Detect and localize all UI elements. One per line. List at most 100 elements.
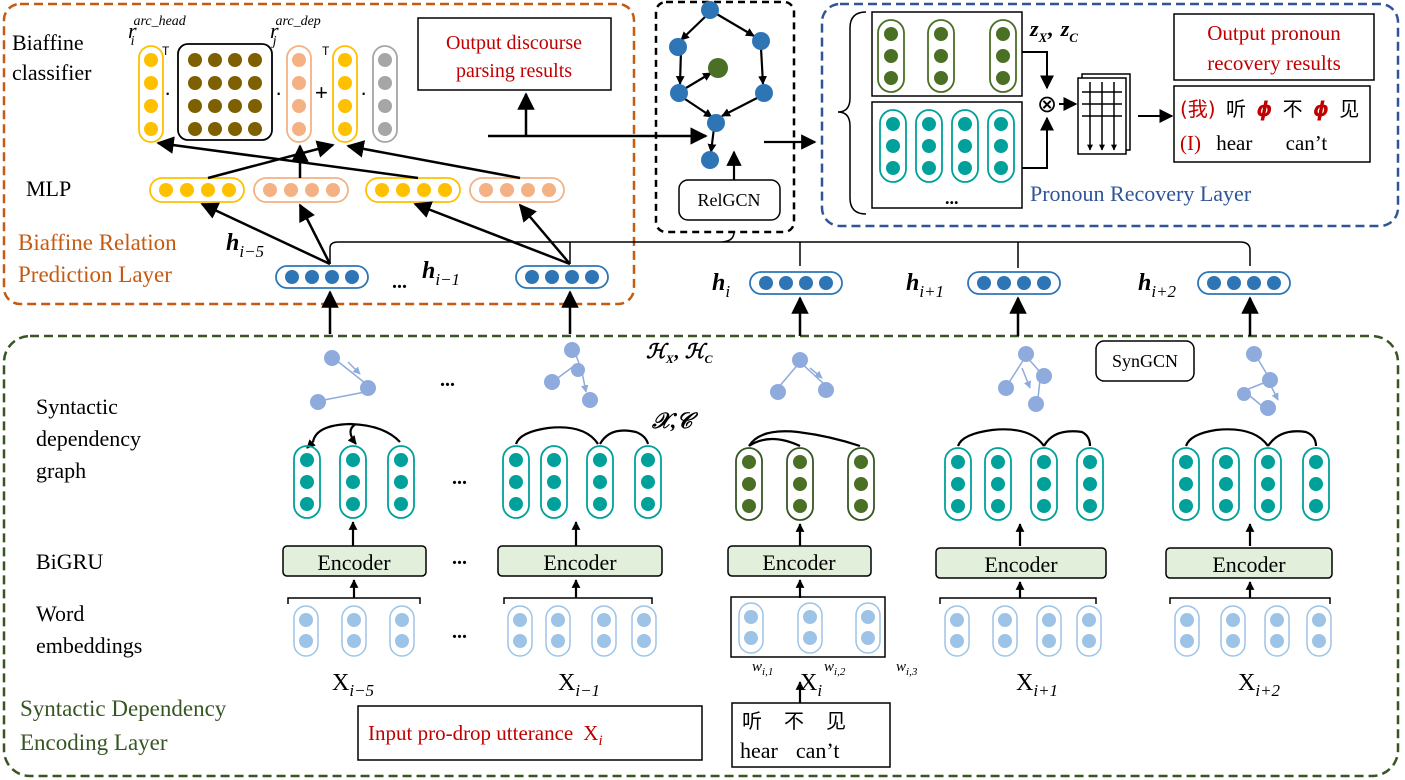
xc-label: 𝒳,𝒞: [651, 408, 698, 433]
svg-text:Encoder: Encoder: [1212, 552, 1286, 577]
pronoun-layer-frame: [820, 2, 1400, 228]
transpose-1: T: [162, 44, 170, 58]
pronoun-result-zh: (我) 听 ϕ 不 ϕ 见: [1180, 97, 1359, 121]
svg-text:Encoder: Encoder: [543, 550, 617, 575]
x-label-i: Xi: [800, 670, 822, 700]
syntactic-graph-label-1: Syntactic: [36, 394, 118, 419]
x-label-i-5: Xi−5: [332, 670, 374, 700]
h-vector-i-5: [275, 265, 369, 289]
x-label-i+2: Xi+2: [1238, 670, 1281, 700]
transpose-2: T: [322, 44, 330, 58]
bias-vector: [372, 45, 398, 143]
embeddings-4: [944, 605, 1102, 657]
r-head-label: riarc_head: [128, 14, 187, 49]
relgcn-label: RelGCN: [698, 190, 761, 210]
svg-text:Encoder: Encoder: [762, 550, 836, 575]
syntactic-graph-label-3: graph: [36, 458, 86, 483]
bigru-vectors-5: [1172, 428, 1330, 521]
x-label-i-1: Xi−1: [558, 670, 600, 700]
hidden-bracket: [329, 231, 1251, 268]
pronoun-output-text-1: Output pronoun: [1207, 21, 1341, 45]
dep-vector: [286, 45, 312, 143]
ellipsis-encoder-row: ...: [452, 547, 467, 569]
syngcn-label: SynGCN: [1112, 351, 1178, 371]
syntactic-graph-label-2: dependency: [36, 426, 141, 451]
w-label-2: wi,2: [824, 659, 846, 678]
x-label-i+1: Xi+1: [1016, 670, 1058, 700]
pronoun-result-box: [1173, 85, 1371, 163]
encoder-4: Encoder: [935, 547, 1107, 579]
syntactic-mini-graph-2: [544, 342, 598, 408]
r-dep-label: rjarc_dep: [270, 14, 321, 49]
h-label-i-1: hi−1: [422, 258, 460, 289]
biaffine-weight-matrix: [177, 43, 273, 141]
relgcn-box: [678, 179, 781, 221]
biaffine-layer-label-2: Prediction Layer: [18, 262, 172, 287]
encoder-2: Encoder: [497, 545, 663, 577]
syntactic-layer-label-1: Syntactic Dependency: [20, 696, 227, 721]
svg-text:Encoder: Encoder: [317, 550, 391, 575]
h-vector-i+2: [1197, 271, 1291, 295]
mlp-vector-2: [253, 177, 349, 203]
bigru-vectors-2: [502, 426, 662, 519]
syntactic-layer-label-2: Encoding Layer: [20, 730, 168, 755]
bigru-vectors-3: [735, 430, 875, 521]
h-vector-i+1: [967, 271, 1061, 295]
h-vector-i: [749, 271, 843, 295]
h-label-i: hi: [712, 270, 730, 301]
syntactic-mini-graph-5: [1237, 346, 1279, 416]
biaffine-layer-frame: [2, 2, 636, 306]
z-labels: zX,zC: [1029, 16, 1078, 45]
head-vector: [138, 45, 164, 143]
zc-box: [871, 101, 1023, 209]
discourse-output-text-1: Output discourse: [446, 32, 582, 54]
h-vector-i-1: [515, 265, 609, 289]
syntactic-mini-graph-1: [310, 350, 376, 410]
dot-2: ·: [275, 80, 282, 105]
input-sentence-box: [731, 702, 891, 768]
word-embeddings-label-1: Word: [36, 601, 84, 626]
svg-text:Encoder: Encoder: [984, 552, 1058, 577]
ellipsis-embedding-row: ...: [452, 621, 467, 643]
mlp-vector-4: [469, 177, 565, 203]
input-utterance-box: [357, 705, 703, 761]
h-label-i-5: hi−5: [226, 230, 264, 261]
w-label-1: wi,1: [752, 659, 773, 678]
mlp-vector-3: [365, 177, 461, 203]
zx-box: [871, 11, 1023, 97]
syngcn-box: [1095, 340, 1195, 382]
head-vector-2: [332, 45, 358, 143]
zx-vectors: [877, 19, 1017, 93]
calH-label: ℋX,ℋC: [646, 341, 714, 366]
bigru-vectors-4: [944, 428, 1104, 521]
zc-vectors: [879, 109, 1015, 183]
syntactic-layer-frame: [2, 334, 1400, 778]
embeddings-5: [1174, 605, 1332, 657]
biaffine-classifier-label-2: classifier: [12, 60, 92, 85]
embeddings-3: [730, 596, 886, 658]
biaffine-layer-label-1: Biaffine Relation: [18, 230, 177, 255]
input-sentence-zh: 听不见: [742, 709, 846, 733]
pronoun-result-en: (I) hear can’t: [1180, 131, 1327, 155]
embeddings-2: [507, 605, 657, 657]
h-label-i+2: hi+2: [1138, 270, 1177, 301]
embeddings-1: [293, 605, 415, 657]
tensor-block: [1077, 73, 1131, 155]
bigru-label: BiGRU: [36, 549, 103, 574]
biaffine-classifier-label-1: Biaffine: [12, 30, 84, 55]
ellipsis-graph-row: ...: [440, 369, 455, 391]
pronoun-layer-label: Pronoun Recovery Layer: [1030, 181, 1252, 206]
h-label-i+1: hi+1: [906, 270, 944, 301]
discourse-output-box: [417, 17, 612, 91]
mlp-label: MLP: [26, 176, 71, 201]
discourse-output-text-2: parsing results: [456, 60, 572, 82]
ellipsis-vector-row: ...: [452, 467, 467, 489]
dot-3: ·: [360, 80, 367, 105]
encoder-1: Encoder: [282, 545, 427, 577]
curly-brace: [837, 11, 867, 215]
zc-ellipsis: ...: [945, 188, 959, 208]
syntactic-mini-graph-3: [770, 352, 834, 400]
dot-1: ·: [164, 80, 171, 105]
